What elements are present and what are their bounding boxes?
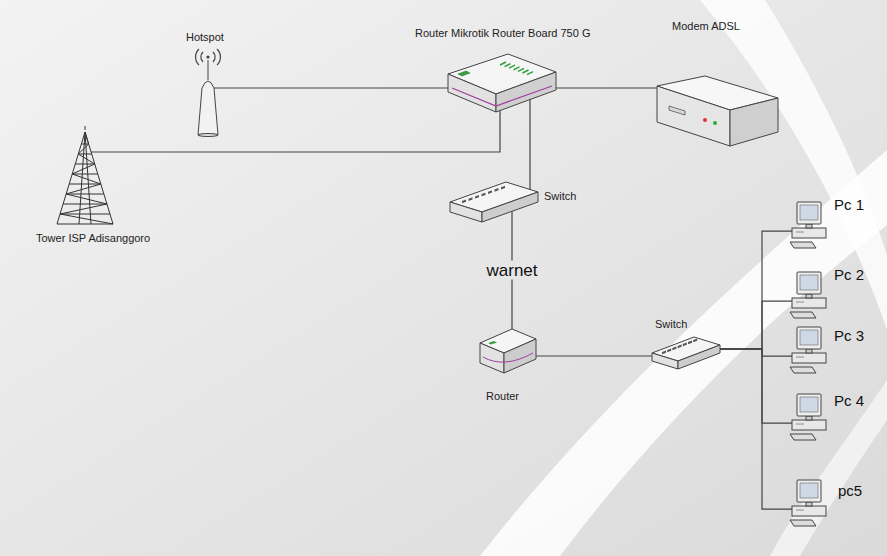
network-link — [720, 349, 792, 423]
link-label: warnet — [483, 261, 540, 280]
network-link — [91, 110, 500, 152]
device-label: Pc 4 — [834, 392, 864, 409]
mikrotik-icon — [446, 48, 558, 118]
network-link — [536, 355, 652, 356]
pc-icon — [788, 478, 832, 530]
network-link — [720, 231, 792, 349]
device-label: Pc 3 — [834, 327, 864, 344]
modem-icon — [655, 76, 780, 150]
network-link — [556, 87, 657, 88]
network-link — [529, 99, 530, 190]
router-device: Router — [478, 325, 538, 381]
isp-tower: Tower ISP Adisanggoro — [52, 130, 118, 226]
device-label: Switch — [544, 190, 576, 203]
tower-icon — [52, 130, 118, 226]
pc-icon — [788, 270, 832, 322]
pc-icon — [788, 392, 832, 444]
pc-device: Pc 3 — [788, 325, 832, 377]
modem-device: Modem ADSL — [655, 76, 780, 150]
pc-device: Pc 2 — [788, 270, 832, 322]
device-label: Pc 2 — [834, 266, 864, 283]
switch-device: Switch — [650, 335, 722, 378]
network-link — [720, 349, 792, 356]
hotspot-device: Hotspot — [192, 66, 224, 136]
device-label: Pc 1 — [834, 196, 864, 213]
pc-device: Pc 1 — [788, 200, 832, 252]
pc-device: pc5 — [788, 478, 832, 530]
switch2-icon — [650, 335, 722, 378]
switch-device: Switch — [448, 178, 540, 234]
hotspot-icon — [192, 66, 224, 136]
device-label: Router — [486, 390, 519, 403]
network-link — [720, 301, 792, 349]
device-label: Hotspot — [186, 31, 224, 44]
device-label: Switch — [655, 318, 687, 331]
switch-icon — [448, 178, 540, 234]
network-link — [214, 87, 448, 88]
router-icon — [478, 325, 538, 381]
pc-icon — [788, 325, 832, 377]
pc-icon — [788, 200, 832, 252]
core-router: Router Mikrotik Router Board 750 G — [446, 48, 558, 118]
device-label: Router Mikrotik Router Board 750 G — [415, 27, 590, 40]
network-link — [720, 349, 792, 509]
device-label: Modem ADSL — [672, 20, 740, 33]
device-label: pc5 — [838, 482, 862, 499]
device-label: Tower ISP Adisanggoro — [36, 232, 150, 245]
pc-device: Pc 4 — [788, 392, 832, 444]
